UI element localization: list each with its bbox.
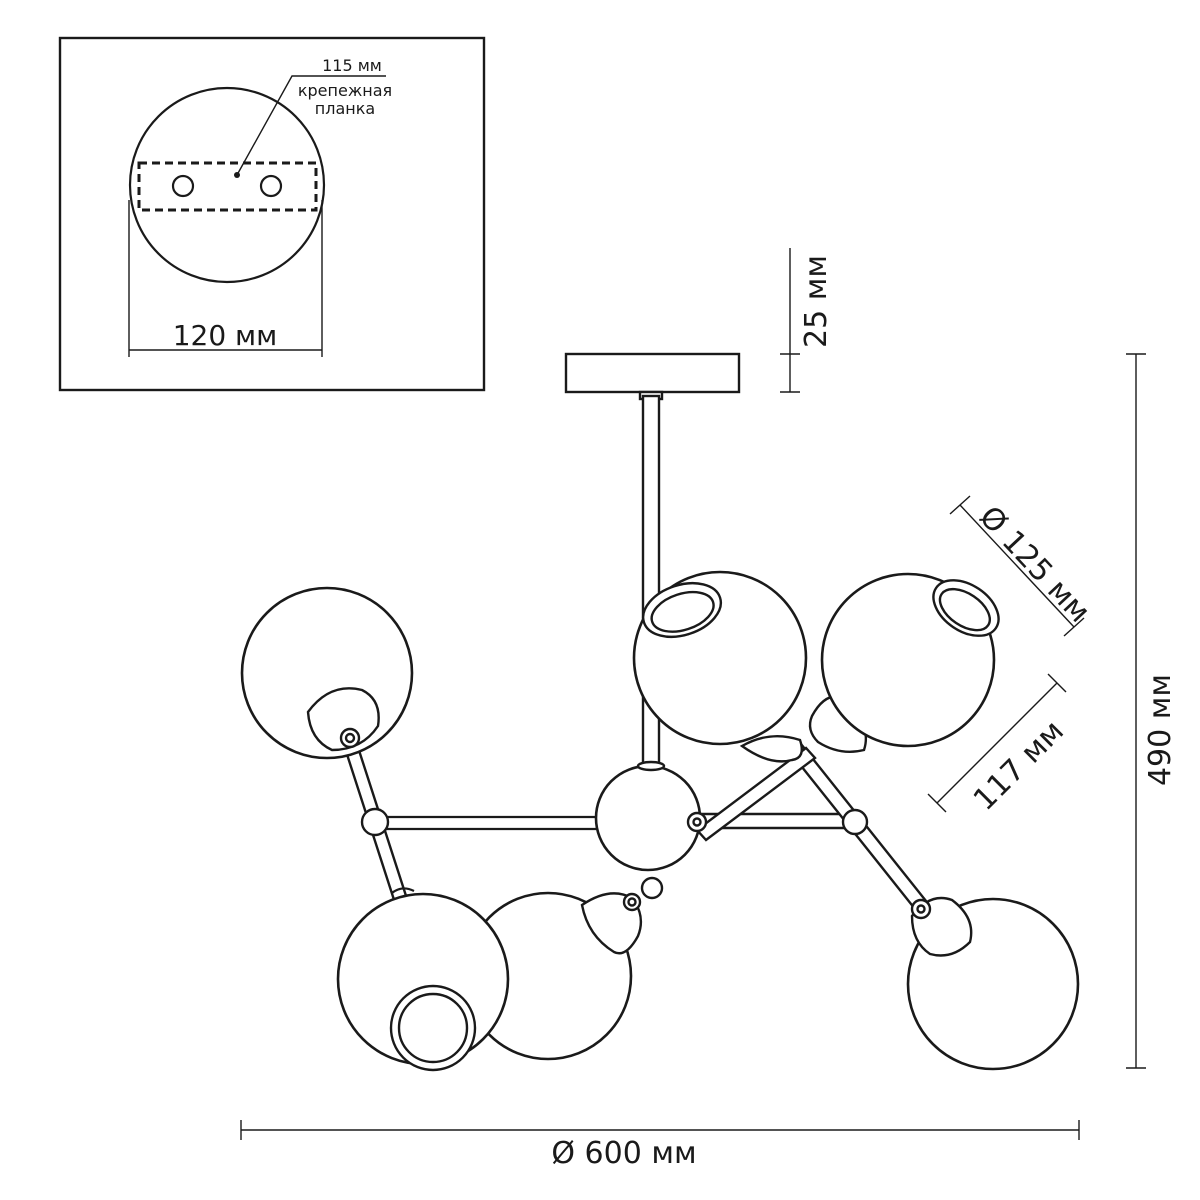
arm-length-tick-a bbox=[927, 793, 947, 813]
globe-diameter-line bbox=[959, 504, 1075, 628]
globe-top-right-opening-inner bbox=[938, 587, 991, 632]
hub-joint-bottom bbox=[640, 876, 664, 900]
globe-diameter-tick-b bbox=[1063, 617, 1085, 637]
arm-length-line bbox=[936, 682, 1058, 804]
plate-leader-line bbox=[236, 75, 386, 176]
plate-name-line1: крепежная bbox=[298, 81, 392, 100]
total-height-label: 490 мм bbox=[1143, 674, 1178, 786]
arm-length-tick-b bbox=[1047, 673, 1067, 693]
mounting-plate bbox=[137, 161, 318, 212]
mounting-hole-right bbox=[259, 174, 283, 198]
socket-bottom-center-ring-inner bbox=[627, 897, 637, 907]
hub-joint-right-inner bbox=[692, 817, 702, 827]
globe-top-center-opening-inner bbox=[650, 590, 715, 633]
inset-panel: 115 мм крепежная планка 120 мм bbox=[58, 36, 486, 392]
arm-length-label: 117 мм bbox=[967, 714, 1071, 818]
socket-center-back bbox=[739, 734, 803, 763]
socket-top-left bbox=[306, 687, 380, 752]
joint-left bbox=[360, 807, 390, 837]
globes bbox=[240, 570, 1080, 1072]
plate-name-line2: планка bbox=[315, 99, 375, 118]
dimension-total-height: 490 мм bbox=[1126, 353, 1178, 1069]
canopy-height-label: 25 мм bbox=[799, 255, 834, 348]
total-diameter-label: Ø 600 мм bbox=[551, 1136, 696, 1171]
globe-diameter-tick-a bbox=[949, 495, 971, 515]
arm-right-diagonal-up bbox=[695, 746, 817, 842]
dimension-canopy-height: 25 мм bbox=[780, 248, 834, 393]
central-hub bbox=[594, 764, 702, 872]
globe-bottom-left-opening-inner bbox=[397, 992, 469, 1064]
canopy-diameter-label: 120 мм bbox=[173, 319, 278, 352]
socket-bottom-left-collar bbox=[391, 887, 415, 894]
inset-frame bbox=[58, 36, 486, 392]
hub-joint-top bbox=[636, 760, 666, 772]
canopy-top-view bbox=[128, 86, 326, 284]
plate-width-label: 115 мм bbox=[322, 56, 382, 75]
canopy bbox=[564, 352, 741, 394]
joint-right bbox=[841, 808, 869, 836]
dimension-total-diameter: Ø 600 мм bbox=[240, 1120, 1080, 1171]
mounting-hole-left bbox=[171, 174, 195, 198]
socket-bottom-right-ring-inner bbox=[916, 904, 926, 914]
socket-top-left-ring-inner bbox=[344, 732, 356, 744]
